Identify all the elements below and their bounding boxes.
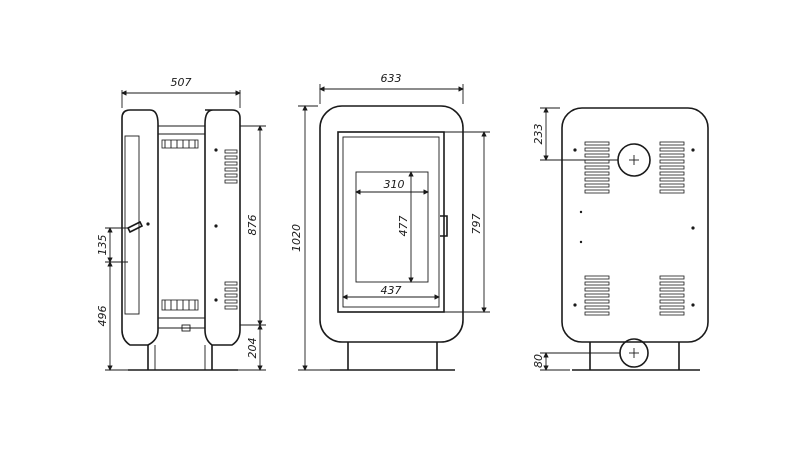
front-base-legs — [347, 342, 438, 370]
front-width-label: 633 — [381, 72, 402, 85]
rear-outer-body — [561, 107, 709, 343]
side-bottom-vents — [161, 299, 199, 311]
side-top-vents — [161, 139, 199, 149]
rear-view — [561, 107, 709, 371]
front-handle — [440, 215, 448, 237]
front-door — [337, 131, 445, 313]
rear-bottom-outlet-label: 80 — [532, 354, 545, 368]
front-outer-body — [319, 105, 464, 343]
side-rear-vents-bottom — [224, 281, 238, 310]
rear-vents-bottom-left — [584, 275, 610, 316]
rear-base-legs — [589, 342, 680, 370]
side-lower-label: 496 — [96, 306, 109, 327]
rear-vents-bottom-right — [659, 275, 685, 316]
rear-dimensions: 233 80 — [532, 107, 620, 371]
side-rear-panel — [204, 109, 241, 346]
side-height-label: 876 — [246, 215, 259, 236]
side-base-legs — [147, 345, 213, 370]
side-handle — [126, 220, 144, 234]
side-view — [121, 109, 241, 371]
rear-top-outlet-label: 233 — [532, 124, 545, 145]
side-door-glass — [124, 135, 140, 315]
front-door-height-label: 797 — [470, 214, 483, 235]
side-handle-label: 135 — [96, 235, 109, 256]
front-dimensions: 633 1020 797 310 477 437 — [290, 72, 490, 371]
side-rear-vents-top — [224, 149, 238, 184]
rear-vents-top-left — [584, 141, 610, 194]
side-screw — [146, 222, 150, 226]
front-total-height-label: 1020 — [290, 224, 303, 252]
side-width-label: 507 — [171, 76, 192, 89]
front-door-inner — [342, 136, 440, 308]
side-base-label: 204 — [246, 338, 259, 359]
front-glass-width-label: 310 — [384, 178, 405, 191]
side-body-lines — [158, 125, 205, 329]
rear-vents-top-right — [659, 141, 685, 194]
front-door-width-label: 437 — [381, 284, 402, 297]
front-glass-height-label: 477 — [397, 216, 410, 237]
side-outlet — [181, 324, 191, 332]
front-glass — [355, 171, 429, 283]
front-view — [319, 105, 464, 371]
side-dimensions: 507 876 204 135 496 — [96, 76, 266, 371]
